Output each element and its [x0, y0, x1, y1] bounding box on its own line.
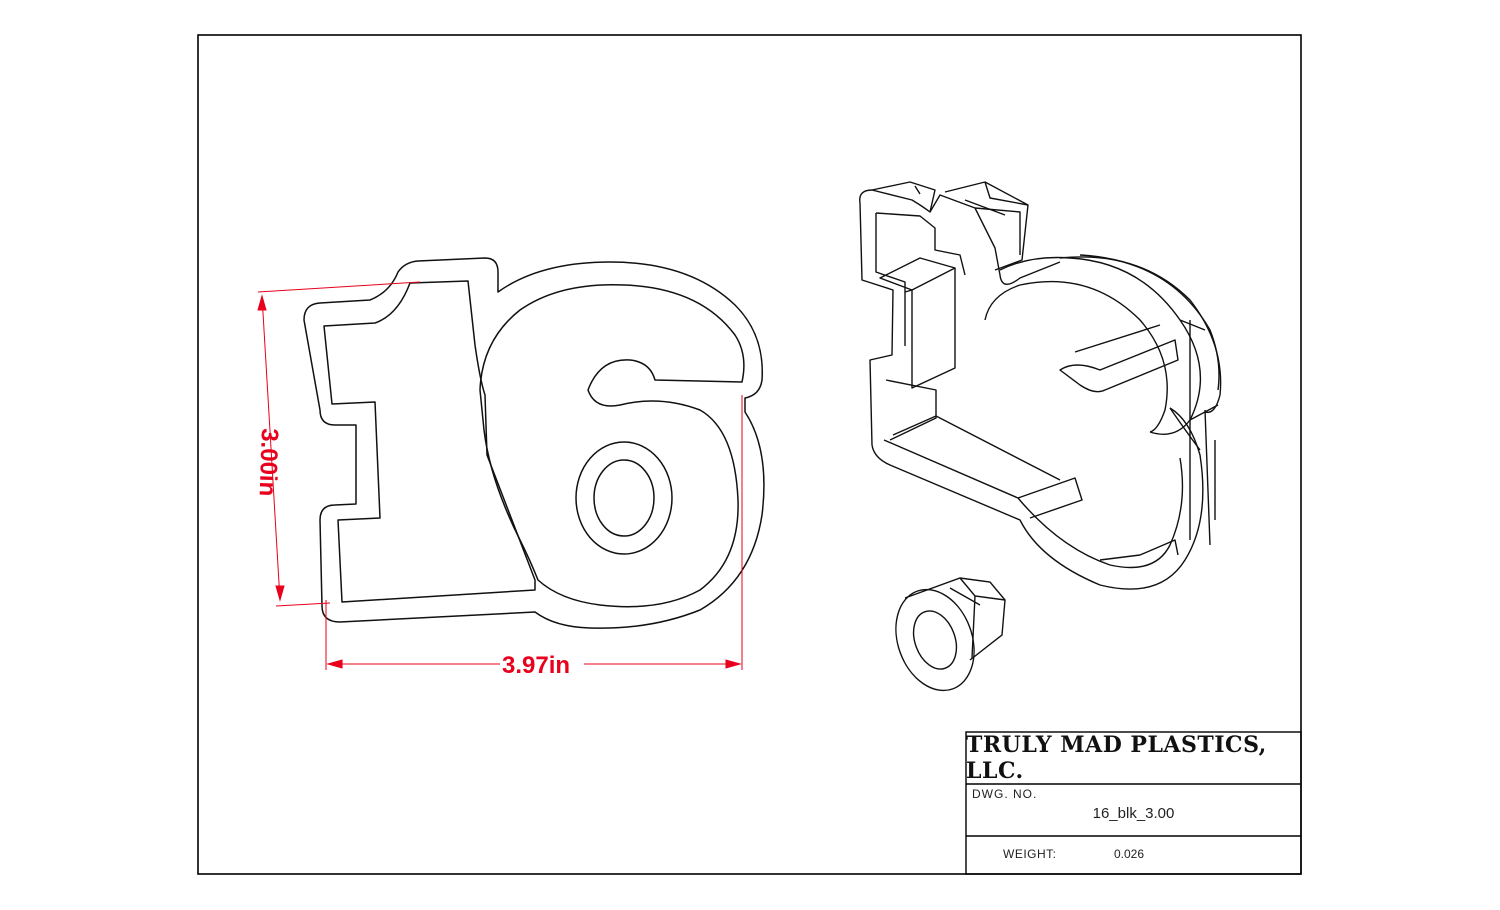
- dwg-no-label: DWG. NO.: [972, 787, 1038, 801]
- front-view-outer-outline: [303, 257, 765, 629]
- front-view-inner-outline-1: [323, 280, 536, 603]
- front-view-16: [303, 257, 765, 629]
- isometric-view-cutter: [859, 181, 1222, 590]
- isometric-view-bushing: [895, 577, 1006, 692]
- dimension-height-label: 3.00in: [254, 428, 283, 497]
- company-name: TRULY MAD PLASTICS, LLC.: [966, 732, 1267, 784]
- front-view-hole-outer: [575, 441, 673, 555]
- title-block: TRULY MAD PLASTICS, LLC. DWG. NO. 16_blk…: [966, 732, 1301, 874]
- weight-label: WEIGHT:: [1003, 847, 1057, 861]
- weight-value: 0.026: [1114, 847, 1145, 861]
- title-block-frame: [965, 731, 1302, 875]
- dwg-no-value: 16_blk_3.00: [1092, 805, 1175, 822]
- dimension-width: [325, 395, 743, 670]
- front-view-hole-inner: [593, 459, 655, 537]
- front-view-inner-outline-6: [479, 283, 745, 608]
- sheet-border: [197, 34, 1302, 875]
- dimension-height: [257, 281, 421, 607]
- dimension-width-label: 3.97in: [502, 652, 570, 679]
